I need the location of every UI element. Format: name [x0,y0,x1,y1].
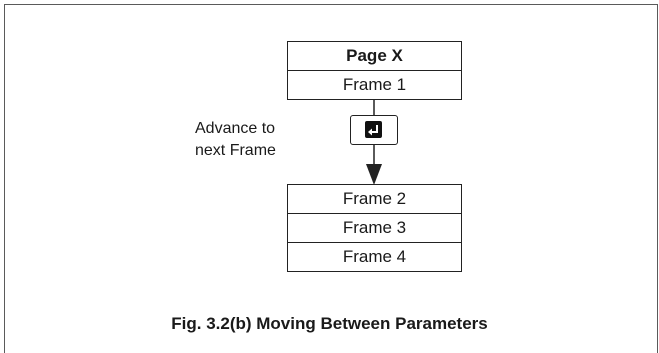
frame-2-cell: Frame 2 [342,189,407,208]
advance-label-line-1: Advance to [195,120,276,137]
figure-frame [4,4,658,353]
page-x-box: Page X Frame 1 [287,41,462,100]
arrow-down-icon [366,164,382,185]
frame-3-cell: Frame 3 [288,213,461,242]
advance-label: Advance to next Frame [195,118,325,162]
advance-label-line-2: next Frame [195,142,276,159]
page-title: Page X [346,46,403,65]
frame-4-cell: Frame 4 [288,242,461,271]
figure-caption: Fig. 3.2(b) Moving Between Parameters [171,314,488,333]
advance-key-button [350,115,398,145]
frame-1-cell: Frame 1 [288,70,461,99]
frames-box: Frame 2 Frame 3 Frame 4 [287,184,462,272]
enter-key-icon [365,121,382,138]
